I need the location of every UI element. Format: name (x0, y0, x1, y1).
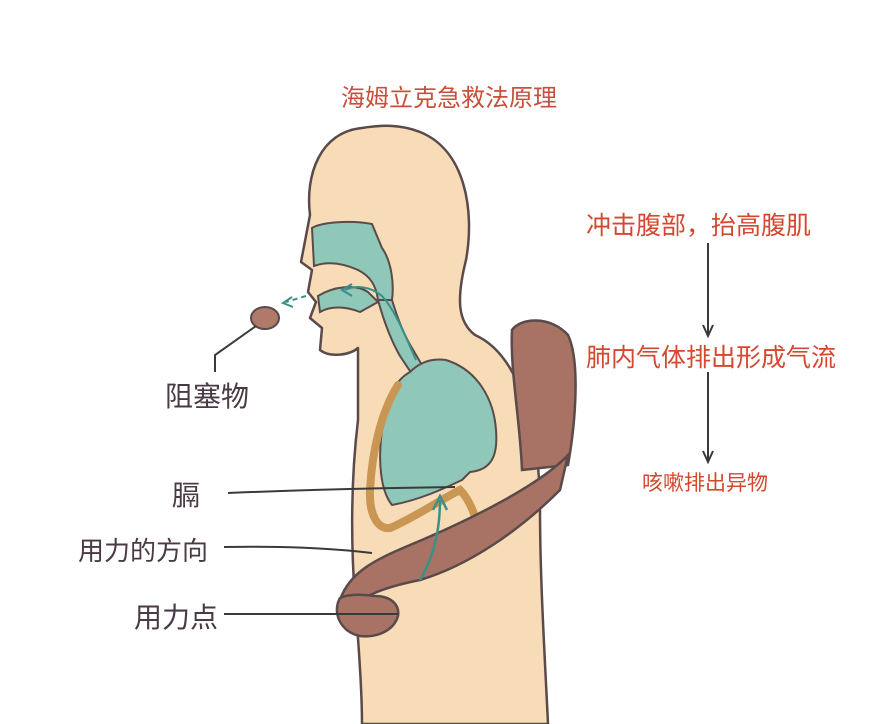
leader-direction (223, 545, 373, 554)
leader-obstruction (214, 325, 257, 372)
airflow-arrow (344, 286, 417, 361)
mouth-cavity (316, 286, 380, 314)
leader-diaphragm (227, 486, 456, 494)
flow-step-1: 冲击腹部，抬高腹肌 (586, 211, 812, 240)
expelled-air-arrow (285, 295, 307, 303)
flow-step-3: 咳嗽排出异物 (642, 471, 768, 495)
fist (335, 593, 400, 638)
diagram-title: 海姆立克急救法原理 (341, 84, 557, 112)
label-obstruction: 阻塞物 (165, 380, 250, 413)
flow-step-2: 肺内气体排出形成气流 (586, 343, 837, 372)
label-force-direction: 用力的方向 (78, 537, 209, 567)
foreign-object (250, 306, 280, 330)
thrust-arrow (418, 499, 442, 581)
upper-arm (510, 319, 577, 472)
label-diaphragm: 膈 (172, 479, 201, 512)
diaphragm (365, 381, 484, 544)
label-force-point: 用力点 (134, 601, 219, 634)
